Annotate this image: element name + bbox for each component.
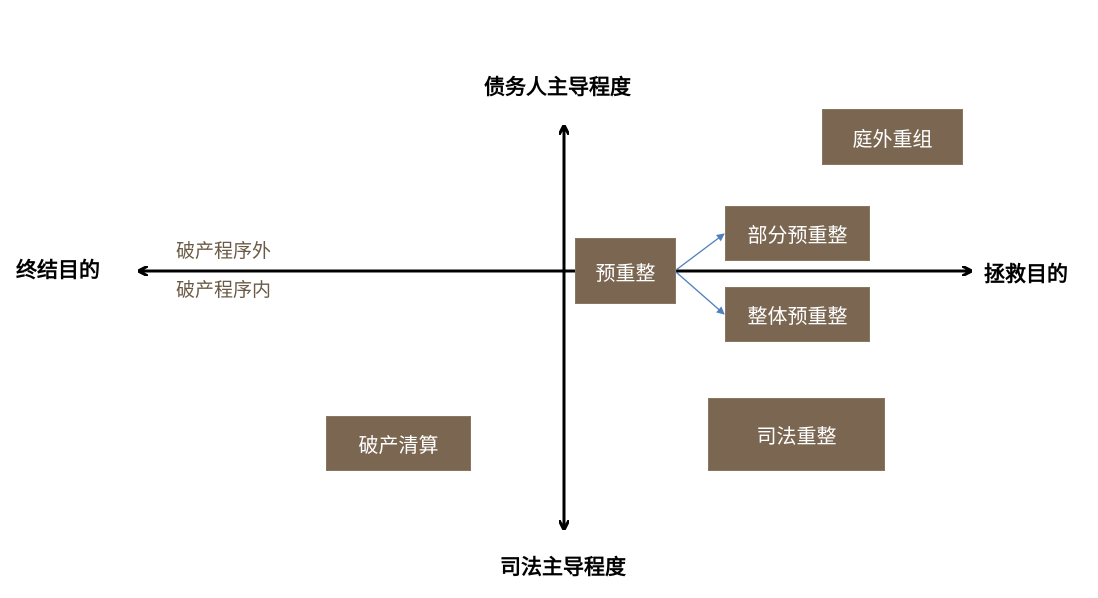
box-bankruptcy-liquidation: 破产清算 — [326, 416, 471, 471]
box-pre-reorganization: 预重整 — [575, 238, 676, 304]
box-partial-pre-reorganization: 部分预重整 — [725, 206, 870, 261]
axis-label-top: 债务人主导程度 — [484, 75, 631, 99]
box-out-of-court-restructuring: 庭外重组 — [822, 109, 963, 165]
axis-label-right: 拯救目的 — [984, 262, 1068, 286]
note-outside-bankruptcy: 破产程序外 — [176, 240, 272, 262]
box-full-pre-reorganization: 整体预重整 — [725, 287, 870, 342]
branch-arrow-partial — [675, 233, 725, 271]
axis-label-left: 终结目的 — [16, 258, 100, 282]
branch-arrow-full — [675, 271, 725, 315]
note-inside-bankruptcy: 破产程序内 — [176, 279, 272, 301]
axis-label-bottom: 司法主导程度 — [500, 555, 626, 579]
box-judicial-reorganization: 司法重整 — [708, 398, 885, 471]
